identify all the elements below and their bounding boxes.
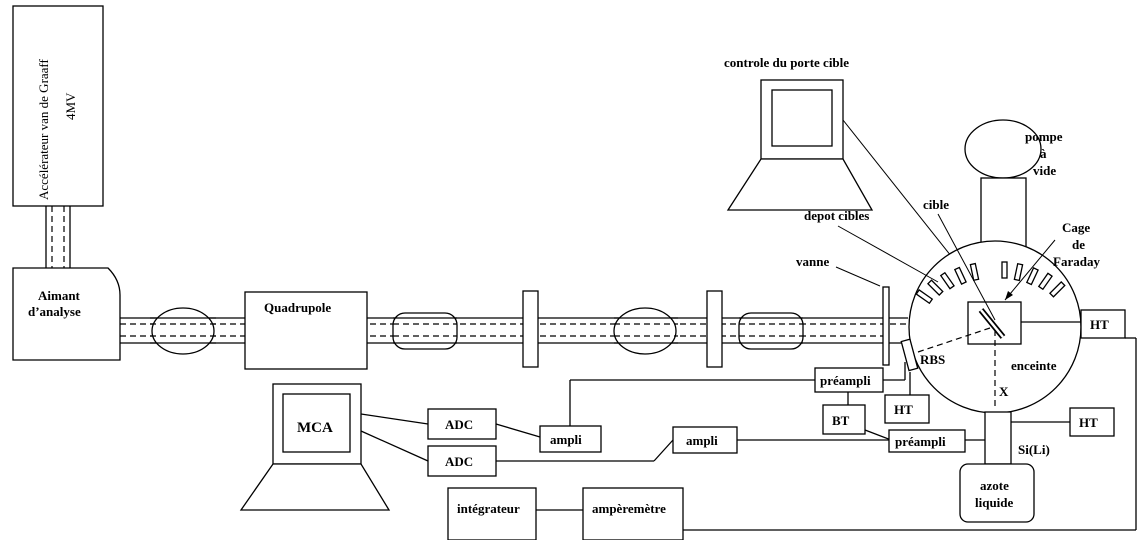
lens-2 (613, 307, 677, 355)
ammeter-label: ampèremètre (592, 501, 666, 516)
valve: vanne (796, 254, 890, 366)
beam-line-overlay (150, 317, 803, 344)
target-control-computer: controle du porte cible (724, 55, 991, 306)
adc-1-label: ADC (445, 417, 473, 432)
faraday-arrow-icon (1005, 291, 1013, 300)
ht-sili-box (1069, 407, 1115, 437)
magnet-label-line2: d’analyse (28, 304, 81, 319)
quadrupole-label: Quadrupole (264, 300, 331, 315)
preampli-bottom (888, 429, 966, 453)
ht-lower-label: HT (894, 402, 913, 417)
mca-label: MCA (297, 420, 333, 436)
quadrupole: Quadrupole (244, 291, 368, 370)
faraday-label-line2: de (1072, 237, 1085, 252)
ampli-1 (539, 425, 602, 453)
adc-2 (427, 445, 497, 477)
rbs-detector (900, 338, 919, 372)
ampli-2-label: ampli (686, 433, 718, 448)
faraday-label-line1: Cage (1062, 220, 1090, 235)
pump-label-line2: à (1040, 146, 1047, 161)
preampli-top-label: préampli (820, 373, 871, 388)
ht-right-box (1080, 309, 1126, 339)
bt-label: BT (832, 413, 850, 428)
ht-sili-label: HT (1079, 415, 1098, 430)
accelerator-label: Accélérateur van de Graaff (36, 58, 51, 200)
target-label: cible (923, 197, 949, 212)
mca-computer: MCA (239, 383, 391, 511)
target-control-label: controle du porte cible (724, 55, 849, 70)
sili-detector: Si(Li) azote liquide (959, 411, 1050, 523)
sili-label: Si(Li) (1018, 442, 1050, 457)
slit-1 (522, 290, 539, 368)
accelerator-voltage-label: 4MV (63, 92, 78, 120)
ammeter (582, 487, 684, 540)
reaction-chamber: RBS enceinte X (900, 240, 1082, 414)
nitrogen-label-line2: liquide (975, 495, 1014, 510)
target-depot-slots (915, 261, 1066, 305)
integrator-label: intégrateur (457, 501, 520, 516)
ampli-2 (672, 426, 738, 454)
integrator (447, 487, 537, 540)
lens-1 (151, 307, 215, 355)
magnet-label-line1: Aimant (38, 288, 81, 303)
pump-label-line1: pompe (1025, 129, 1063, 144)
rbs-label: RBS (920, 352, 945, 367)
steerer-2 (738, 312, 804, 350)
x-label: X (999, 384, 1009, 399)
nitrogen-dewar (959, 463, 1035, 523)
accelerator: Accélérateur van de Graaff 4MV (12, 5, 104, 207)
slit-2 (706, 290, 723, 368)
analysing-magnet: Aimant d’analyse (12, 267, 121, 361)
bt-box (822, 404, 866, 435)
preampli-top (814, 367, 884, 393)
steerer-1 (392, 312, 458, 350)
preampli-bottom-label: préampli (895, 434, 946, 449)
vertical-beam-tube (45, 206, 71, 268)
vacuum-pump: pompe à vide (964, 119, 1063, 255)
nitrogen-label-line1: azote (980, 478, 1009, 493)
faraday-label-line3: Faraday (1053, 254, 1100, 269)
chamber-label: enceinte (1011, 358, 1057, 373)
valve-label: vanne (796, 254, 829, 269)
adc-2-label: ADC (445, 454, 473, 469)
target-depot-label: depot cibles (804, 208, 869, 223)
ht-right-label: HT (1090, 317, 1109, 332)
ht-lower-box (884, 394, 930, 424)
pump-label-line3: vide (1033, 163, 1056, 178)
ampli-1-label: ampli (550, 432, 582, 447)
